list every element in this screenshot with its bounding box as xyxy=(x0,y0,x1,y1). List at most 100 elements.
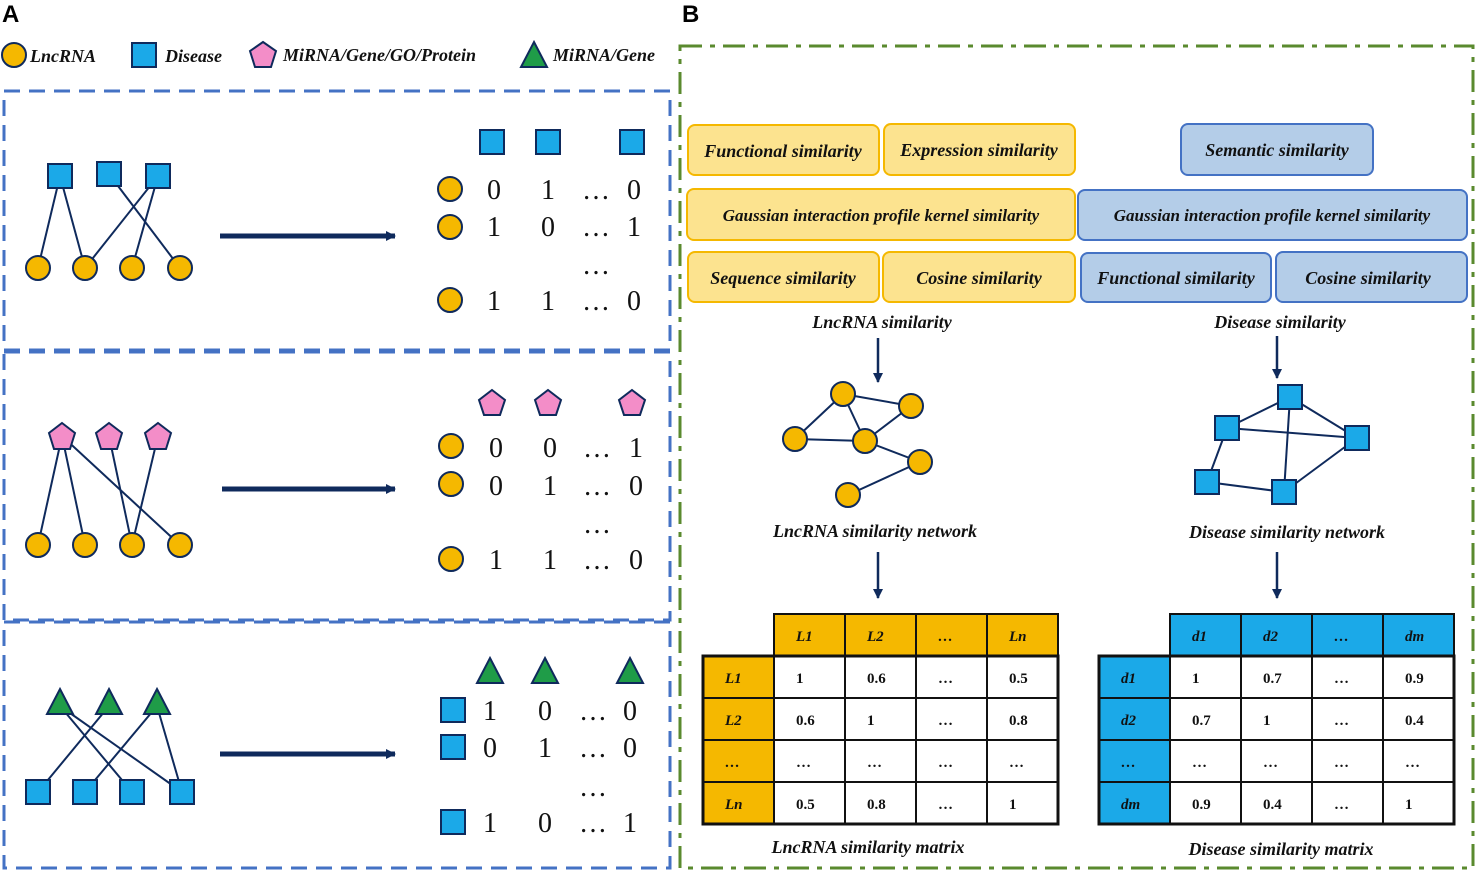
dis-matrix-col-header-cell xyxy=(1240,613,1313,657)
matrix-value: 1 xyxy=(483,808,497,839)
matrix-row-disease-icon xyxy=(440,697,466,723)
lnc-matrix-cell-value: 1 xyxy=(867,713,875,729)
dis-matrix-col-header: dm xyxy=(1405,629,1424,645)
disease-node xyxy=(119,779,145,805)
lnc-gaussian-label: Gaussian interaction profile kernel simi… xyxy=(723,206,1040,225)
matrix-col-mirna-gene-icon xyxy=(475,655,505,684)
dis-gaussian-box xyxy=(1077,189,1468,241)
dis-matrix-row-header: d2 xyxy=(1121,713,1137,729)
matrix-value: … xyxy=(579,808,607,839)
lncrna-node xyxy=(72,532,98,558)
lnc-matrix-col-header: Ln xyxy=(1008,629,1027,645)
lnc-matrix-row-header-cell xyxy=(702,781,775,825)
dis-semantic-box xyxy=(1180,123,1374,176)
matrix-value: 1 xyxy=(487,286,501,317)
lncrna-node xyxy=(907,449,933,475)
matrix-row-lncrna-icon xyxy=(438,546,464,572)
lnc-matrix-cell-value: … xyxy=(938,671,953,687)
dis-functional-box xyxy=(1080,252,1272,303)
matrix-value: 1 xyxy=(541,286,555,317)
panel-b-frame xyxy=(678,44,1475,870)
dis-matrix-cell-value: 0.7 xyxy=(1192,713,1211,729)
disease-node xyxy=(1194,469,1220,495)
dis-matrix-cell xyxy=(1382,781,1455,825)
lnc-matrix-col-header-cell xyxy=(986,613,1059,657)
lncrna-node xyxy=(72,255,98,281)
panel-a-frames xyxy=(2,89,672,870)
dis-matrix-col-header: d2 xyxy=(1263,629,1279,645)
panel-a-box-1 xyxy=(2,89,672,352)
matrix-col-disease-icon xyxy=(619,129,645,155)
lnc-matrix-col-header: L1 xyxy=(795,629,813,645)
dis-matrix-cell xyxy=(1311,739,1384,783)
dis-matrix-cell-value: 0.9 xyxy=(1405,671,1424,687)
matrix-col-mirna-icon xyxy=(617,388,647,416)
lnc-matrix-cell-value: … xyxy=(867,755,882,771)
lncrna-network-caption: LncRNA similarity network xyxy=(772,521,977,541)
lnc-expression-box xyxy=(883,123,1076,176)
matrix-value: 0 xyxy=(489,433,503,464)
matrix-row-lncrna-icon xyxy=(437,176,463,202)
lncrna-node xyxy=(898,393,924,419)
dis-matrix-col-header-cell xyxy=(1311,613,1384,657)
matrix-value: 0 xyxy=(627,175,641,206)
mirna-gene-node xyxy=(142,686,172,715)
matrix-value: 1 xyxy=(489,545,503,576)
lnc-matrix-cell xyxy=(915,655,988,699)
matrix-col-mirna-gene-icon xyxy=(615,655,645,684)
matrix-row-lncrna-icon xyxy=(438,471,464,497)
disease-similarity-boxes: Semantic similarity Gaussian interaction… xyxy=(1077,123,1468,303)
bipartite-network-lncrna-disease xyxy=(25,161,193,281)
lnc-cosine-box xyxy=(882,251,1076,303)
lnc-matrix-cell-value: 1 xyxy=(796,671,804,687)
dis-matrix-cell-value: 0.7 xyxy=(1263,671,1282,687)
matrix-row-disease-icon xyxy=(440,809,466,835)
lnc-matrix-cell xyxy=(986,697,1059,741)
disease-node xyxy=(1344,425,1370,451)
dis-matrix-cell-value: … xyxy=(1334,713,1349,729)
lncrna-node xyxy=(852,428,878,454)
matrix-col-disease-icon xyxy=(535,129,561,155)
legend-lncrna-label: LncRNA xyxy=(29,46,96,66)
dis-matrix-col-header: d1 xyxy=(1192,629,1207,645)
dis-matrix-cell xyxy=(1169,781,1242,825)
disease-similarity-network xyxy=(1194,384,1370,505)
lnc-matrix-row-header: L1 xyxy=(724,671,742,687)
dis-matrix-cell xyxy=(1240,697,1313,741)
matrix-value: 0 xyxy=(629,545,643,576)
lnc-matrix-cell-value: 0.6 xyxy=(796,713,815,729)
dis-matrix-cell-value: 1 xyxy=(1405,797,1413,813)
mirna-node xyxy=(47,421,77,450)
disease-node xyxy=(47,163,73,189)
adjacency-matrix-disease-mirna: 1 0 … 0 0 1 … 0 … 1 0 … 1 xyxy=(440,655,645,839)
bipartite-network-lncrna-mirna xyxy=(25,421,193,558)
lnc-matrix-row-header: L2 xyxy=(724,713,742,729)
lnc-matrix-col-header: … xyxy=(938,629,953,645)
mirna-gene-node xyxy=(45,686,75,715)
lnc-matrix-col-header-cell xyxy=(844,613,917,657)
matrix-value: … xyxy=(582,286,610,317)
bipartite-network-disease-mirna xyxy=(25,686,195,805)
lncrna-similarity-network xyxy=(782,381,933,508)
dis-matrix-cell xyxy=(1169,655,1242,699)
lncrna-node xyxy=(119,255,145,281)
matrix-col-mirna-icon xyxy=(533,388,563,416)
matrix-value: 1 xyxy=(627,212,641,243)
matrix-col-mirna-icon xyxy=(477,388,507,416)
lnc-matrix-row-header: … xyxy=(725,755,740,771)
legend-triangle-icon xyxy=(519,39,549,68)
mirna-node xyxy=(143,421,173,450)
dis-matrix-cell-value: … xyxy=(1192,755,1207,771)
mirna-node xyxy=(94,421,124,450)
lnc-matrix-border xyxy=(701,654,1060,826)
dis-matrix-col-header: … xyxy=(1334,629,1349,645)
lnc-matrix-cell-value: 1 xyxy=(1009,797,1017,813)
lnc-matrix-col-header-cell xyxy=(773,613,846,657)
lnc-matrix-cell-value: … xyxy=(938,755,953,771)
lnc-matrix-cell-value: … xyxy=(1009,755,1024,771)
disease-node xyxy=(25,779,51,805)
matrix-value: 0 xyxy=(487,175,501,206)
matrix-value: … xyxy=(583,433,611,464)
dis-cosine-label: Cosine similarity xyxy=(1305,268,1432,288)
